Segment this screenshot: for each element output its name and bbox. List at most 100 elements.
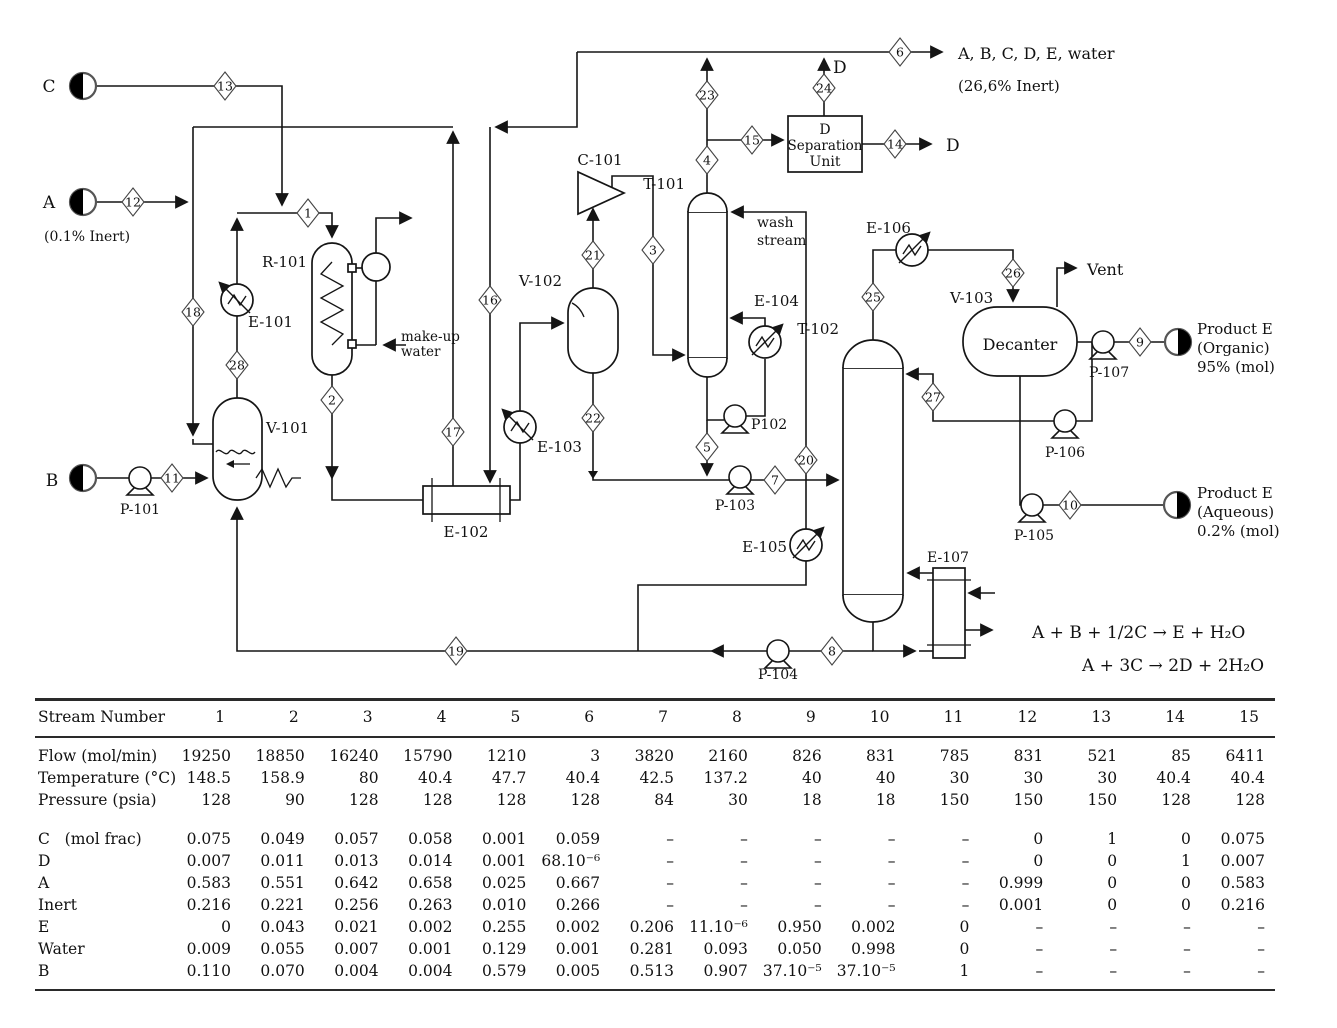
table-cell: 0.216 — [1220, 896, 1265, 914]
label-v102: V-102 — [518, 272, 562, 290]
stream-tag-label: 6 — [896, 45, 904, 60]
table-row-label: Pressure (psia) — [38, 791, 157, 809]
stream-tag-8: 8 — [820, 636, 844, 666]
table-cell: – — [813, 896, 822, 914]
table-cell: 785 — [939, 747, 970, 765]
table-cell: 1210 — [486, 747, 527, 765]
table-cell: 0.058 — [408, 830, 453, 848]
stream-tag-label: 12 — [125, 195, 141, 210]
label-c101: C-101 — [577, 151, 622, 169]
label-t102: T-102 — [797, 320, 839, 338]
table-cell: 0 — [1107, 896, 1118, 914]
table-cell: – — [666, 874, 675, 892]
table-cell: 11.10⁻⁶ — [689, 918, 748, 936]
table-cell: 0 — [1107, 874, 1118, 892]
table-cell: – — [740, 852, 748, 870]
label-e103: E-103 — [537, 438, 582, 456]
feed-stream-icon — [68, 187, 98, 217]
stream-tag-label: 25 — [865, 290, 881, 305]
table-row-label: Inert — [38, 896, 77, 914]
stream-tag-24: 24 — [812, 73, 836, 103]
table-cell: – — [666, 852, 675, 870]
pump-icon — [1088, 330, 1118, 360]
label-t101: T-101 — [643, 175, 685, 193]
table-cell: 0 — [1181, 830, 1191, 848]
table-cell: 0.001 — [998, 896, 1044, 914]
steam-drum — [361, 252, 391, 282]
table-col-header: 1 — [167, 699, 241, 738]
table-cell: 0.658 — [408, 874, 453, 892]
stream-tag-4: 4 — [695, 145, 719, 175]
table-cell: 0 — [1181, 874, 1191, 892]
table-cell: 0.004 — [408, 962, 453, 980]
table-cell: – — [1257, 940, 1265, 958]
table-cell: – — [1183, 940, 1191, 958]
table-cell: 18850 — [255, 747, 305, 765]
table-col-header: 11 — [905, 699, 980, 738]
table-cell: 0 — [959, 940, 970, 958]
table-cell: – — [740, 830, 748, 848]
table-cell: 137.2 — [703, 769, 748, 787]
stream-tag-23: 23 — [695, 80, 719, 110]
feed-stream-icon — [68, 463, 98, 493]
column-t101 — [687, 211, 728, 359]
stream-tag-label: 4 — [703, 153, 711, 168]
table-cell: 128 — [201, 791, 231, 809]
stream-tag-label: 24 — [816, 81, 832, 96]
label-p105: P-105 — [1014, 528, 1054, 544]
flow-arrow — [588, 471, 598, 479]
table-cell: 0.043 — [260, 918, 305, 936]
table-cell: 0.266 — [555, 896, 601, 914]
reactor-nozzle — [347, 339, 357, 349]
pump-icon — [1017, 493, 1047, 523]
stream-tag-label: 8 — [828, 644, 836, 659]
table-cell: 0.055 — [260, 940, 305, 958]
table-cell: 128 — [1235, 791, 1265, 809]
table-cell: 0.255 — [481, 918, 527, 936]
table-cell: 0.013 — [334, 852, 379, 870]
heat-exchanger-icon — [218, 281, 254, 317]
table-cell: 831 — [1013, 747, 1044, 765]
stream-tag-label: 2 — [328, 393, 336, 408]
heat-exchanger-icon — [789, 526, 825, 562]
stream-tag-27: 27 — [921, 382, 945, 412]
table-cell: 128 — [1161, 791, 1191, 809]
label-wash-1: wash — [757, 215, 794, 231]
table-cell: 0.001 — [555, 940, 601, 958]
label-d-right: D — [946, 136, 960, 156]
label-product-aqueous-3: 0.2% (mol) — [1197, 522, 1280, 540]
d-separation-unit-box — [787, 115, 863, 173]
table-row-label: E — [38, 918, 50, 936]
inlet-deflector — [571, 302, 585, 318]
reactor-r101-vessel — [311, 242, 353, 376]
stream-tag-10: 10 — [1058, 490, 1082, 520]
table-cell: 40.4 — [1156, 769, 1191, 787]
table-cell: 1 — [1107, 830, 1118, 848]
table-cell: 0.998 — [851, 940, 896, 958]
reactor-nozzle — [347, 263, 357, 273]
table-cell: 0.583 — [1220, 874, 1265, 892]
stream-tag-label: 13 — [217, 79, 233, 94]
table-cell: 0.667 — [555, 874, 601, 892]
table-cell: – — [961, 874, 970, 892]
table-col-header: 5 — [462, 699, 537, 738]
label-overhead-2: (26,6% Inert) — [958, 77, 1060, 95]
stream-tag-label: 19 — [448, 644, 464, 659]
heat-exchanger-icon — [895, 231, 931, 267]
stream-tag-28: 28 — [225, 350, 249, 380]
table-cell: 150 — [1013, 791, 1044, 809]
table-col-header: 2 — [240, 699, 315, 738]
label-product-organic-2: (Organic) — [1197, 339, 1270, 357]
table-cell: 158.9 — [260, 769, 305, 787]
table-cell: 0.513 — [629, 962, 675, 980]
stream-tag-label: 9 — [1136, 335, 1144, 350]
table-col-header: 12 — [979, 699, 1054, 738]
stream-tag-19: 19 — [444, 636, 468, 666]
label-overhead-1: A, B, C, D, E, water — [957, 44, 1115, 63]
table-col-header: 15 — [1200, 699, 1275, 738]
labels: C A (0.1% Inert) B P-101 V-101 R-101 E-1… — [42, 44, 1280, 683]
